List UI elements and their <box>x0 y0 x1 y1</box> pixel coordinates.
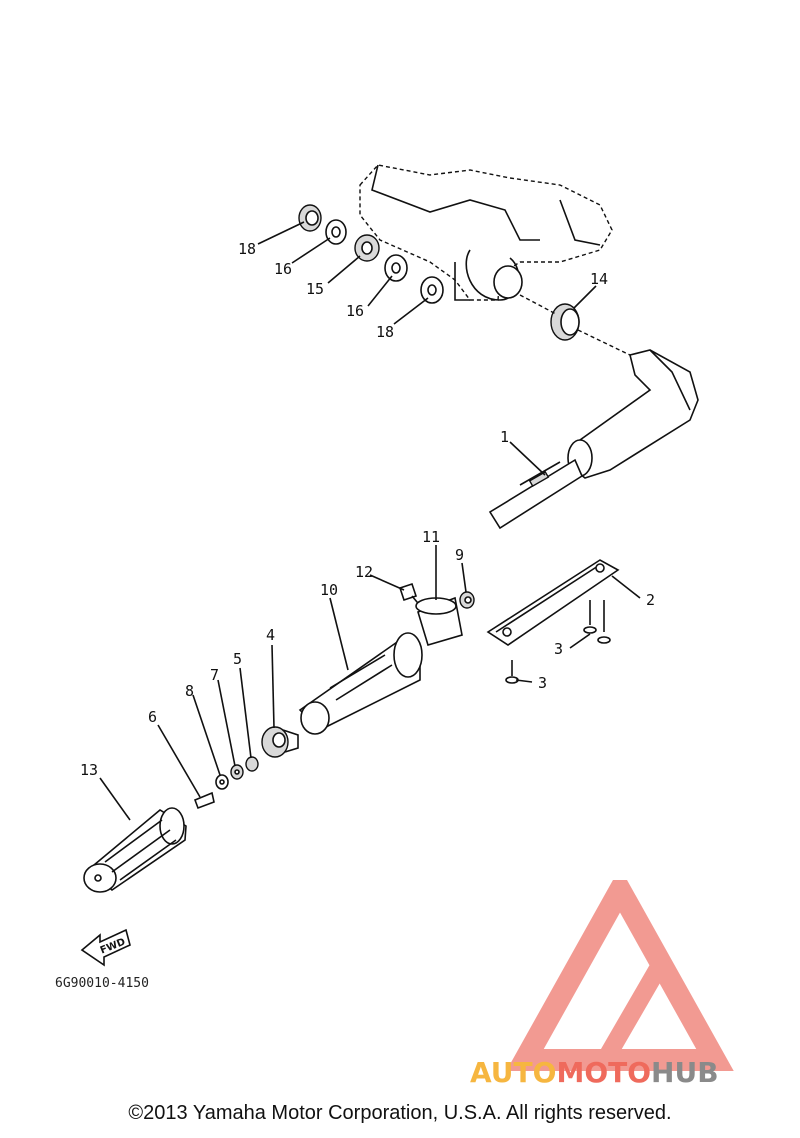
callout-10: 10 <box>320 581 338 599</box>
part-16-washer-a <box>325 219 347 245</box>
callout-7: 7 <box>210 666 219 684</box>
part-16-washer-b <box>384 254 408 282</box>
watermark-auto: AUTO <box>470 1056 557 1089</box>
callout-16b: 16 <box>346 302 364 320</box>
callout-3a: 3 <box>554 640 563 658</box>
fwd-arrow: FWD <box>80 928 131 967</box>
callout-1: 1 <box>500 428 509 446</box>
callout-13: 13 <box>80 761 98 779</box>
part-1-tiller-handle <box>488 349 699 530</box>
callout-9: 9 <box>455 546 464 564</box>
part-2-cover <box>486 559 620 646</box>
callout-labels: 18 16 15 16 18 14 1 2 3 3 11 9 12 10 4 5… <box>80 240 655 779</box>
callout-6: 6 <box>148 708 157 726</box>
part-7-washer <box>230 764 244 780</box>
part-9-nut <box>459 591 475 609</box>
callout-16a: 16 <box>274 260 292 278</box>
part-17-nut <box>298 204 322 232</box>
callout-12: 12 <box>355 563 373 581</box>
callout-3b: 3 <box>538 674 547 692</box>
callout-2: 2 <box>646 591 655 609</box>
part-8-washer <box>215 774 229 790</box>
callout-4: 4 <box>266 626 275 644</box>
part-15-lock-washer <box>354 234 380 262</box>
watermark-text: AUTOMOTOHUB <box>470 1056 719 1089</box>
part-11-sleeve <box>415 596 463 646</box>
watermark-hub: HUB <box>651 1056 719 1089</box>
reference-code: 6G90010-4150 <box>55 976 149 991</box>
copyright-footer: ©2013 Yamaha Motor Corporation, U.S.A. A… <box>128 1102 672 1124</box>
part-6-screw <box>193 791 215 810</box>
callout-17: 18 <box>238 240 256 258</box>
part-3-screws <box>505 600 611 684</box>
part-18-washer <box>420 276 444 304</box>
part-14-bushing <box>519 294 633 357</box>
callout-18: 18 <box>376 323 394 341</box>
watermark-logo <box>506 880 734 1071</box>
leader-lines <box>99 221 641 821</box>
bracket-housing <box>359 164 613 301</box>
callout-5: 5 <box>233 650 242 668</box>
part-10-throttle-shaft <box>298 632 423 735</box>
callout-11: 11 <box>422 528 440 546</box>
logo-triangle-inner <box>589 947 731 1069</box>
part-13-grip <box>83 807 187 893</box>
callout-8: 8 <box>185 682 194 700</box>
watermark-moto: MOTO <box>556 1056 652 1089</box>
callout-15: 15 <box>306 280 324 298</box>
part-4-collar <box>261 726 299 758</box>
part-5-spring <box>245 756 259 772</box>
callout-14: 14 <box>590 270 608 288</box>
